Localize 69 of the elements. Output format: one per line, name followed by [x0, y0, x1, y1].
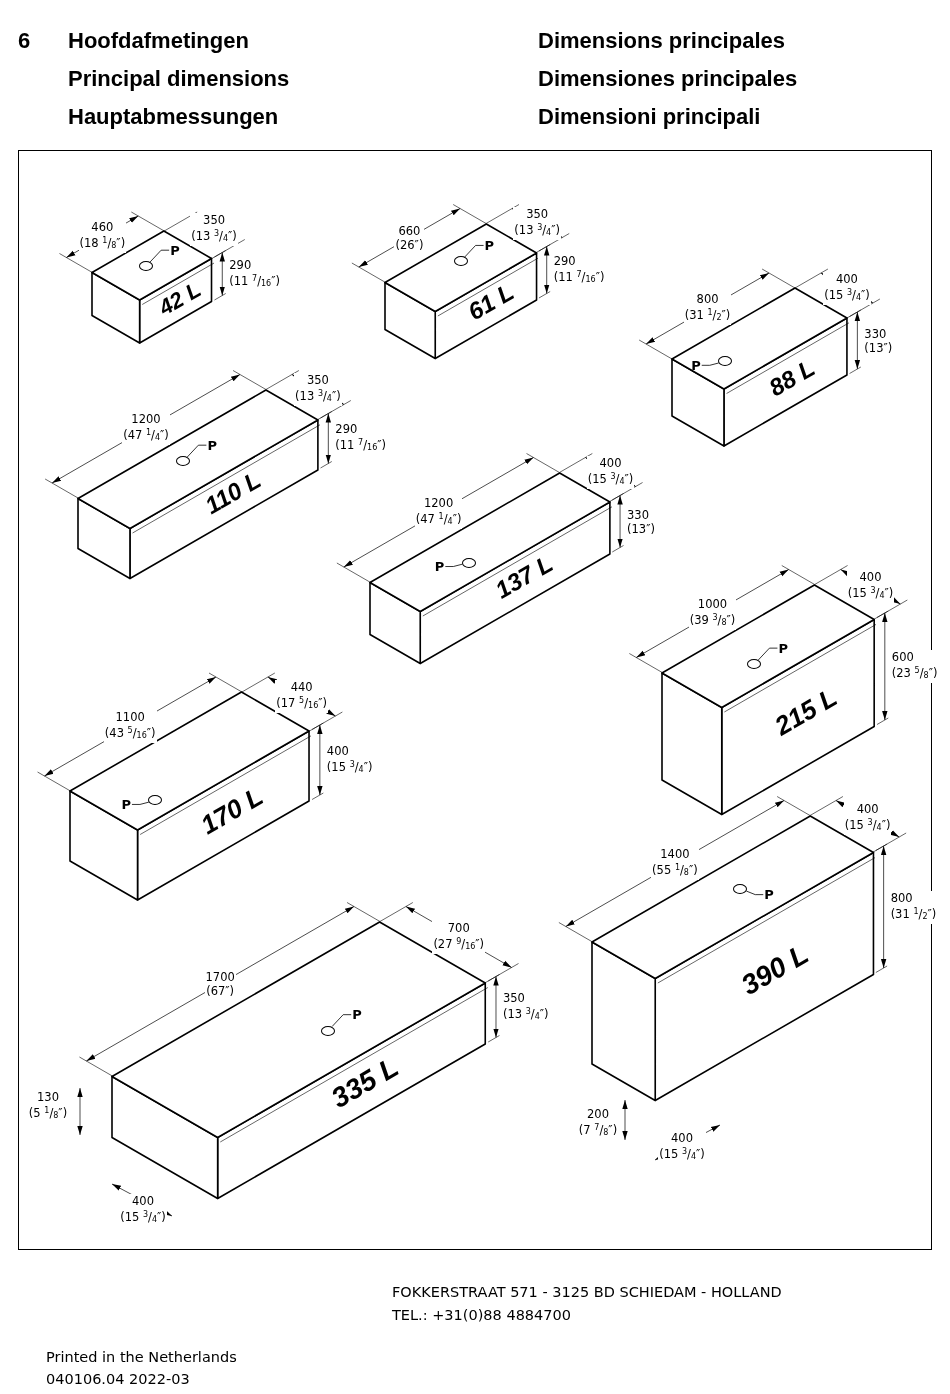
dimension-label: 400 (15 $^{3}$/$_{4}$″)	[843, 802, 892, 836]
volume-label: 170 L	[195, 780, 269, 841]
dimension-label: 1200 (47 $^{1}$/$_{4}$″)	[414, 495, 463, 529]
section-number: 6	[18, 28, 31, 54]
dimension-label: 1400 (55 $^{1}$/$_{8}$″)	[651, 847, 699, 880]
port-label: P	[352, 1007, 362, 1023]
dimension-label: 350 (13 $^{3}$/$_{4}$″)	[190, 213, 238, 247]
port-circle	[148, 795, 163, 806]
dimension-label: 400 (15 $^{3}$/$_{4}$″)	[823, 271, 871, 305]
port-circle	[461, 557, 476, 568]
port-circle	[176, 456, 191, 467]
leader-line	[745, 890, 764, 896]
leader-line	[701, 362, 720, 366]
heading-text: Principal dimensions	[68, 66, 290, 92]
dimension-label: 600 (23 $^{5}$/$_{8}$″)	[890, 650, 939, 683]
leader-line	[331, 1014, 352, 1027]
footer-text: TEL.: +31(0)88 4884700	[392, 1307, 571, 1323]
footer-text: 040106.04 2022-03	[46, 1371, 190, 1387]
port-label: P	[434, 559, 445, 574]
leader-line	[444, 563, 463, 567]
dimension-label: 440 (17 $^{5}$/$_{16}$″)	[275, 680, 329, 713]
dimension-label: 660 (26″)	[394, 223, 425, 252]
volume-label: 335 L	[326, 1050, 405, 1115]
port-circle	[321, 1025, 336, 1036]
dimension-label: 330 (13″)	[863, 326, 894, 355]
port-circle	[139, 261, 154, 272]
port-label: P	[207, 437, 217, 453]
port-label: P	[170, 242, 180, 258]
dimension-label: 1700 (67″)	[204, 969, 236, 998]
port-circle	[453, 256, 468, 267]
footer-text: FOKKERSTRAAT 571 - 3125 BD SCHIEDAM - HOLLAND	[392, 1284, 782, 1300]
port-label: P	[778, 640, 788, 656]
dimension-label: 350 (13 $^{3}$/$_{4}$″)	[294, 373, 342, 406]
dimension-label: 330 (13″)	[626, 507, 656, 536]
footer-text: Printed in the Netherlands	[46, 1349, 237, 1365]
heading-text: Hauptabmessungen	[68, 104, 279, 130]
dimension-label: 700 (27 $^{9}$/$_{16}$″)	[432, 920, 486, 954]
dimension-label: 400 (15 $^{3}$/$_{4}$″)	[846, 570, 895, 604]
volume-label: 61 L	[462, 278, 519, 327]
dimension-label: 1100 (43 $^{5}$/$_{16}$″)	[103, 710, 157, 743]
volume-label: 42 L	[153, 276, 206, 321]
port-label: P	[764, 887, 774, 903]
dimension-label: 1000 (39 $^{3}$/$_{8}$″)	[688, 597, 737, 630]
leader-line	[149, 249, 170, 263]
dimension-label: 800 (31 $^{1}$/$_{2}$″)	[889, 890, 938, 924]
heading-text: Hoofdafmetingen	[68, 28, 249, 54]
volume-label: 88 L	[763, 354, 820, 403]
volume-label: 110 L	[200, 466, 267, 521]
volume-label: 215 L	[769, 682, 843, 743]
dimension-label: 400 (15 $^{3}$/$_{4}$″)	[586, 455, 635, 489]
port-label: P	[691, 357, 701, 373]
volume-label: 390 L	[736, 937, 814, 1002]
dimension-label: 1200 (47 $^{1}$/$_{4}$″)	[122, 412, 170, 446]
heading-text: Dimensions principales	[538, 28, 785, 54]
leader-line	[186, 444, 207, 458]
dimension-label: 800 (31 $^{1}$/$_{2}$″)	[683, 292, 732, 325]
port-label: P	[121, 796, 131, 812]
leader-line	[757, 647, 778, 661]
volume-label: 137 L	[490, 549, 558, 605]
port-label: P	[484, 237, 495, 253]
leader-line	[131, 801, 150, 805]
port-circle	[733, 883, 748, 894]
heading-text: Dimensiones principales	[538, 66, 798, 92]
dimension-label: 460 (18 $^{1}$/$_{8}$″)	[78, 220, 127, 254]
leader-line	[464, 245, 484, 258]
port-circle	[747, 659, 762, 670]
dimension-label: 350 (13 $^{3}$/$_{4}$″)	[513, 206, 561, 240]
heading-text: Dimensioni principali	[538, 104, 761, 130]
port-circle	[718, 356, 733, 367]
